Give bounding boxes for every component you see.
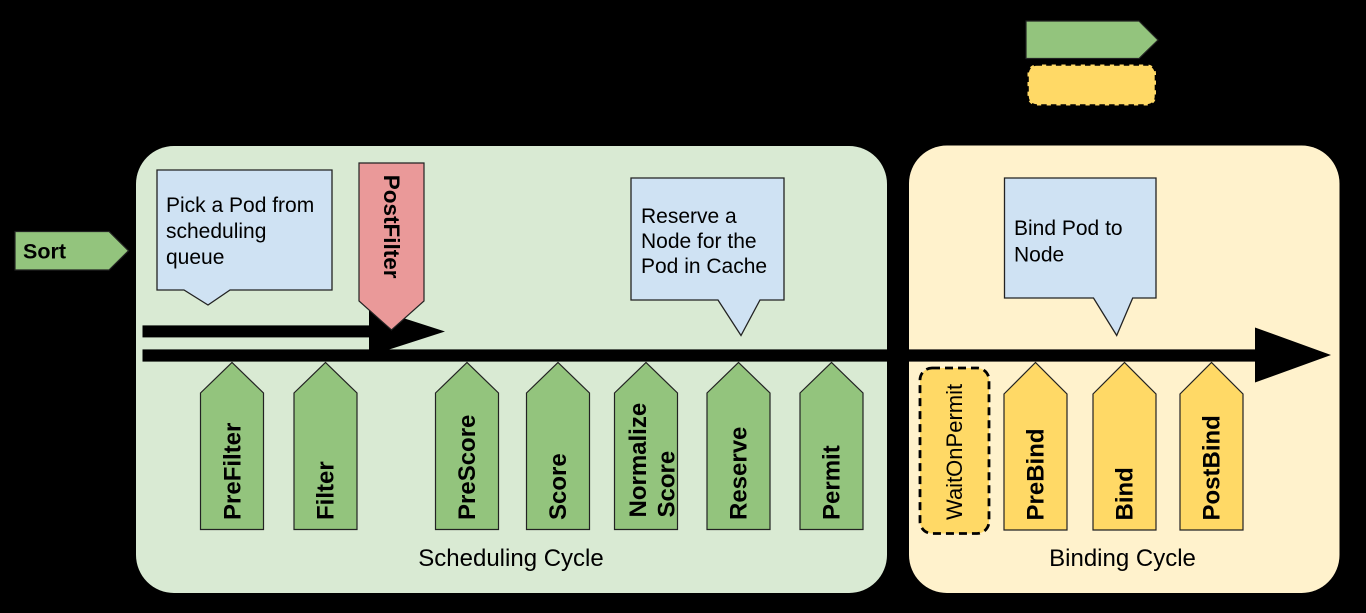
svg-text:PreFilter: PreFilter	[220, 423, 247, 520]
svg-text:WaitOnPermit: WaitOnPermit	[942, 384, 967, 520]
svg-text:Node for the: Node for the	[641, 230, 757, 253]
svg-text:Reserve a: Reserve a	[641, 205, 737, 228]
svg-text:Score: Score	[545, 453, 572, 520]
svg-text:Scheduling Cycle: Scheduling Cycle	[418, 545, 603, 572]
svg-text:Sort: Sort	[23, 240, 66, 264]
svg-text:Pod in Cache: Pod in Cache	[641, 255, 767, 278]
svg-text:Bind: Bind	[1112, 467, 1139, 520]
svg-text:PostFilter: PostFilter	[379, 175, 404, 279]
svg-text:queue: queue	[166, 246, 224, 269]
svg-text:Bind Pod to: Bind Pod to	[1014, 217, 1123, 240]
svg-text:Score: Score	[654, 451, 681, 518]
svg-text:PreScore: PreScore	[454, 415, 481, 520]
svg-text:Filter: Filter	[313, 461, 340, 520]
svg-text:scheduling: scheduling	[166, 220, 266, 243]
svg-text:Node: Node	[1014, 244, 1064, 267]
svg-text:Binding Cycle: Binding Cycle	[1049, 545, 1196, 572]
svg-text:Pick a Pod from: Pick a Pod from	[166, 194, 314, 217]
svg-text:Reserve: Reserve	[726, 427, 753, 520]
svg-text:Normalize: Normalize	[625, 403, 652, 518]
svg-text:Permit: Permit	[819, 445, 846, 520]
svg-text:PreBind: PreBind	[1023, 428, 1050, 520]
svg-text:PostBind: PostBind	[1199, 415, 1226, 520]
